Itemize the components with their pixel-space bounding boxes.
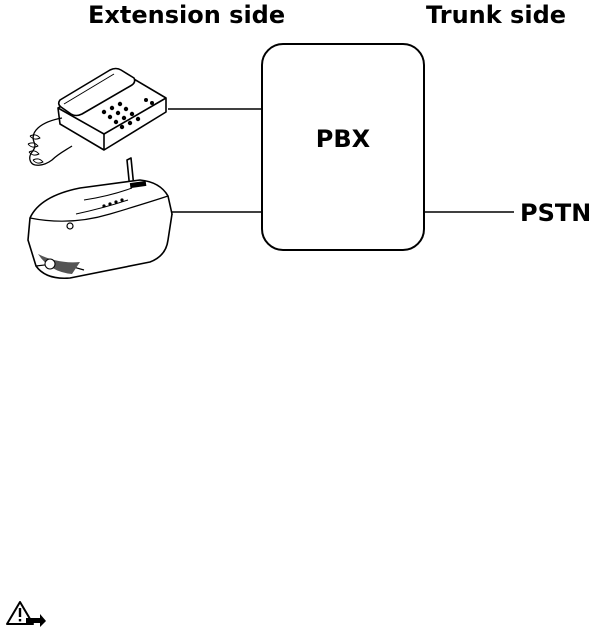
- pbx-label: PBX: [261, 124, 425, 154]
- base-station-icon: [28, 158, 172, 278]
- warning-icon: [6, 600, 46, 628]
- desk-phone-icon: [28, 69, 166, 166]
- pstn-label: PSTN: [520, 198, 589, 228]
